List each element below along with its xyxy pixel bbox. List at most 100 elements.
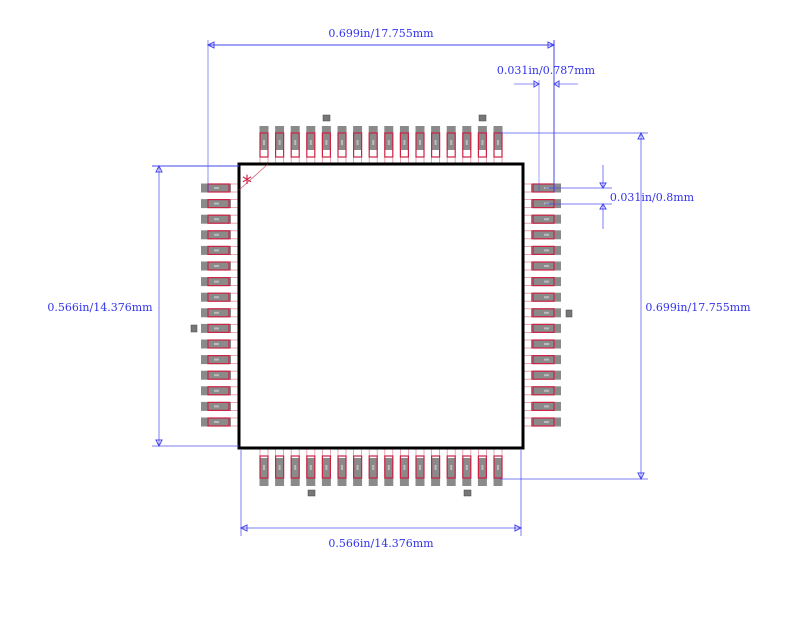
pad-label-bottom-12 bbox=[434, 465, 437, 470]
pad-bottom-1 bbox=[259, 458, 269, 486]
fiducial-marker-2 bbox=[478, 114, 487, 122]
pad-label-left-6 bbox=[214, 265, 219, 267]
pad-label-right-5 bbox=[544, 358, 549, 361]
pad-label-left-12 bbox=[214, 358, 219, 361]
pad-top-7 bbox=[399, 126, 409, 150]
pad-bottom-3 bbox=[290, 458, 300, 486]
pad-label-bottom-1 bbox=[263, 465, 265, 470]
pad-label-left-15 bbox=[214, 405, 219, 408]
pad-label-top-7 bbox=[403, 140, 406, 145]
pad-label-left-5 bbox=[214, 249, 219, 252]
pad-top-2 bbox=[477, 126, 487, 150]
pad-bottom-6 bbox=[337, 458, 347, 486]
pad-top-16 bbox=[259, 126, 269, 150]
pad-label-right-11 bbox=[544, 265, 549, 267]
fiducial-markers bbox=[190, 114, 573, 497]
pad-label-top-12 bbox=[325, 140, 328, 145]
pad-label-right-1 bbox=[544, 421, 549, 423]
pad-label-right-13 bbox=[544, 233, 549, 236]
fiducial-marker-1 bbox=[322, 114, 331, 122]
bottom-width-arrows bbox=[239, 524, 523, 532]
top-width-label: 0.699in/17.755mm bbox=[328, 27, 434, 40]
pad-top-15 bbox=[275, 126, 285, 150]
pad-label-right-6 bbox=[544, 343, 549, 345]
pad-label-bottom-15 bbox=[481, 465, 484, 470]
pad-label-top-15 bbox=[278, 140, 281, 145]
pad-label-top-13 bbox=[309, 140, 312, 145]
pad-label-top-6 bbox=[419, 140, 421, 145]
pad-top-14 bbox=[290, 126, 300, 150]
pad-label-left-16 bbox=[214, 421, 219, 423]
pad-label-left-10 bbox=[214, 327, 219, 330]
pad-top-10 bbox=[353, 126, 363, 150]
pad-label-top-1 bbox=[497, 140, 499, 145]
pad-label-top-11 bbox=[341, 140, 343, 145]
left-height-arrows bbox=[155, 164, 163, 448]
pad-label-bottom-10 bbox=[403, 465, 406, 470]
pad-label-left-8 bbox=[214, 296, 219, 299]
pad-bottom-14 bbox=[462, 458, 472, 486]
pitch-label: 0.031in/0.8mm bbox=[610, 191, 695, 204]
bottom-width-label: 0.566in/14.376mm bbox=[328, 537, 434, 550]
pad-label-top-2 bbox=[481, 140, 484, 145]
pad-width-arrows bbox=[533, 80, 560, 88]
pad-bottom-16 bbox=[493, 458, 503, 486]
pad-label-left-14 bbox=[214, 389, 219, 392]
pad-label-bottom-4 bbox=[309, 465, 312, 470]
pad-label-bottom-6 bbox=[341, 465, 343, 470]
pin1-chamfer-line bbox=[238, 163, 269, 191]
pad-bottom-8 bbox=[368, 458, 378, 486]
pad-label-left-2 bbox=[214, 202, 219, 205]
pad-label-left-1 bbox=[214, 187, 219, 189]
fiducial-marker-5 bbox=[307, 489, 316, 497]
pad-label-bottom-11 bbox=[419, 465, 421, 470]
pads-group bbox=[201, 126, 561, 486]
pad-label-bottom-9 bbox=[387, 465, 390, 470]
right-height-label: 0.699in/17.755mm bbox=[645, 301, 751, 314]
pad-label-right-9 bbox=[544, 296, 549, 299]
pad-label-left-13 bbox=[214, 374, 219, 377]
fiducial-marker-4 bbox=[565, 309, 573, 318]
pad-label-right-12 bbox=[544, 249, 549, 252]
fiducial-marker-6 bbox=[463, 489, 472, 497]
pad-label-top-3 bbox=[465, 140, 468, 145]
pad-label-bottom-8 bbox=[372, 465, 375, 470]
pad-label-bottom-3 bbox=[294, 465, 297, 470]
pad-label-bottom-16 bbox=[497, 465, 499, 470]
pad-bottom-4 bbox=[306, 458, 316, 486]
pad-label-right-3 bbox=[544, 389, 549, 392]
pad-bottom-13 bbox=[446, 458, 456, 486]
pad-top-3 bbox=[462, 126, 472, 150]
dimension-lines bbox=[152, 40, 648, 536]
pad-label-right-4 bbox=[544, 374, 549, 377]
pad-label-bottom-7 bbox=[356, 465, 359, 470]
pad-label-bottom-14 bbox=[465, 465, 468, 470]
pad-bottom-15 bbox=[477, 458, 487, 486]
top-width-arrows bbox=[206, 41, 556, 49]
pad-label-right-2 bbox=[544, 405, 549, 408]
pad-label-top-16 bbox=[263, 140, 265, 145]
pad-top-13 bbox=[306, 126, 316, 150]
pad-top-12 bbox=[321, 126, 331, 150]
pad-bottom-10 bbox=[399, 458, 409, 486]
pad-top-1 bbox=[493, 126, 503, 150]
right-height-arrows bbox=[637, 131, 645, 481]
pad-bottom-7 bbox=[353, 458, 363, 486]
pad-top-6 bbox=[415, 126, 425, 150]
pad-top-9 bbox=[368, 126, 378, 150]
pad-label-bottom-2 bbox=[278, 465, 281, 470]
fiducial-marker-3 bbox=[190, 324, 198, 333]
pad-label-top-14 bbox=[294, 140, 297, 145]
pad-label-top-9 bbox=[372, 140, 375, 145]
pad-label-left-4 bbox=[214, 233, 219, 236]
pitch-arrows bbox=[599, 182, 607, 210]
pad-label-left-3 bbox=[214, 218, 219, 221]
component-body-outline bbox=[237, 162, 525, 450]
pad-label-right-14 bbox=[544, 218, 549, 221]
pad-label-top-10 bbox=[356, 140, 359, 145]
pad-label-top-4 bbox=[450, 140, 453, 145]
pad-label-left-9 bbox=[214, 311, 219, 314]
pad-label-bottom-5 bbox=[325, 465, 328, 470]
